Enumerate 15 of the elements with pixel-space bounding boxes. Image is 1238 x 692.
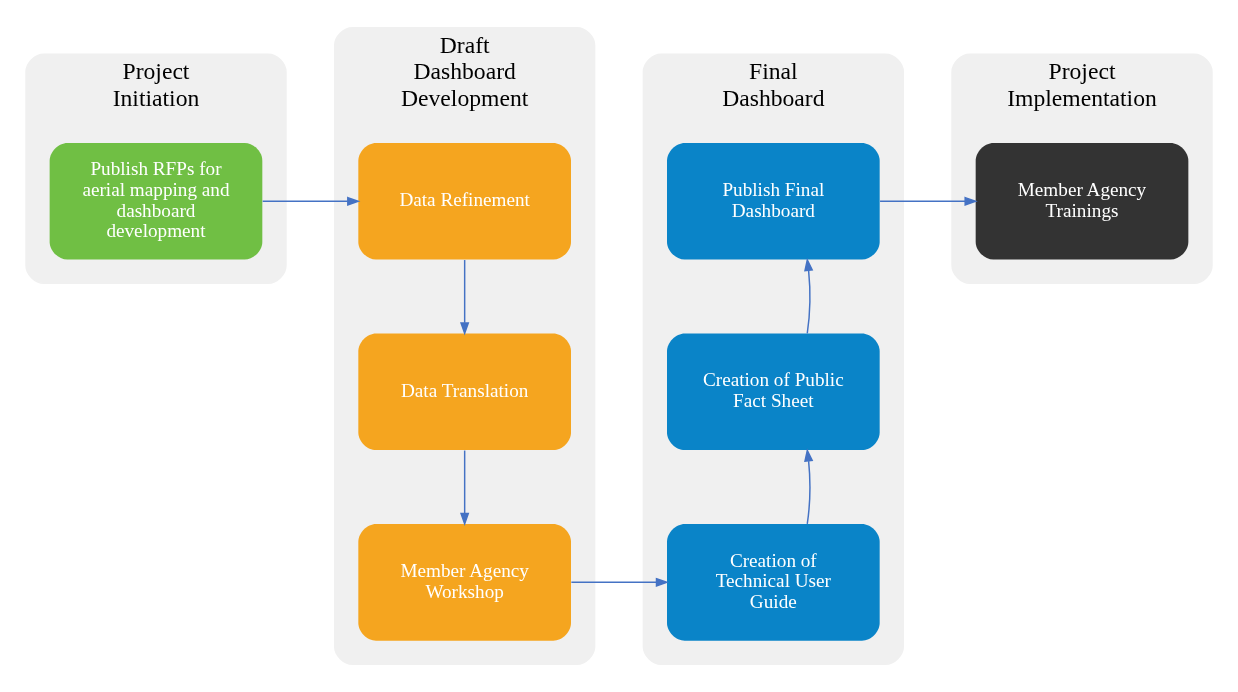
node-box: Data Translation (358, 333, 571, 451)
arrow (804, 257, 814, 335)
arrow (460, 449, 470, 527)
node-box: Member Agency Workshop (358, 523, 571, 641)
node-box: Creation of Public Fact Sheet (667, 333, 880, 451)
arrow (879, 196, 978, 206)
arrow (804, 448, 814, 525)
node-box: Member Agency Trainings (975, 142, 1189, 260)
node-box: Data Refinement (358, 142, 571, 260)
arrow (460, 259, 470, 336)
arrow (261, 196, 361, 206)
node-box: Publish RFPs for aerial mapping and dashboard development (49, 142, 263, 260)
node-box: Publish Final Dashboard (667, 142, 880, 260)
node-box: Creation of Technical User Guide (667, 523, 880, 641)
arrow (570, 577, 670, 587)
